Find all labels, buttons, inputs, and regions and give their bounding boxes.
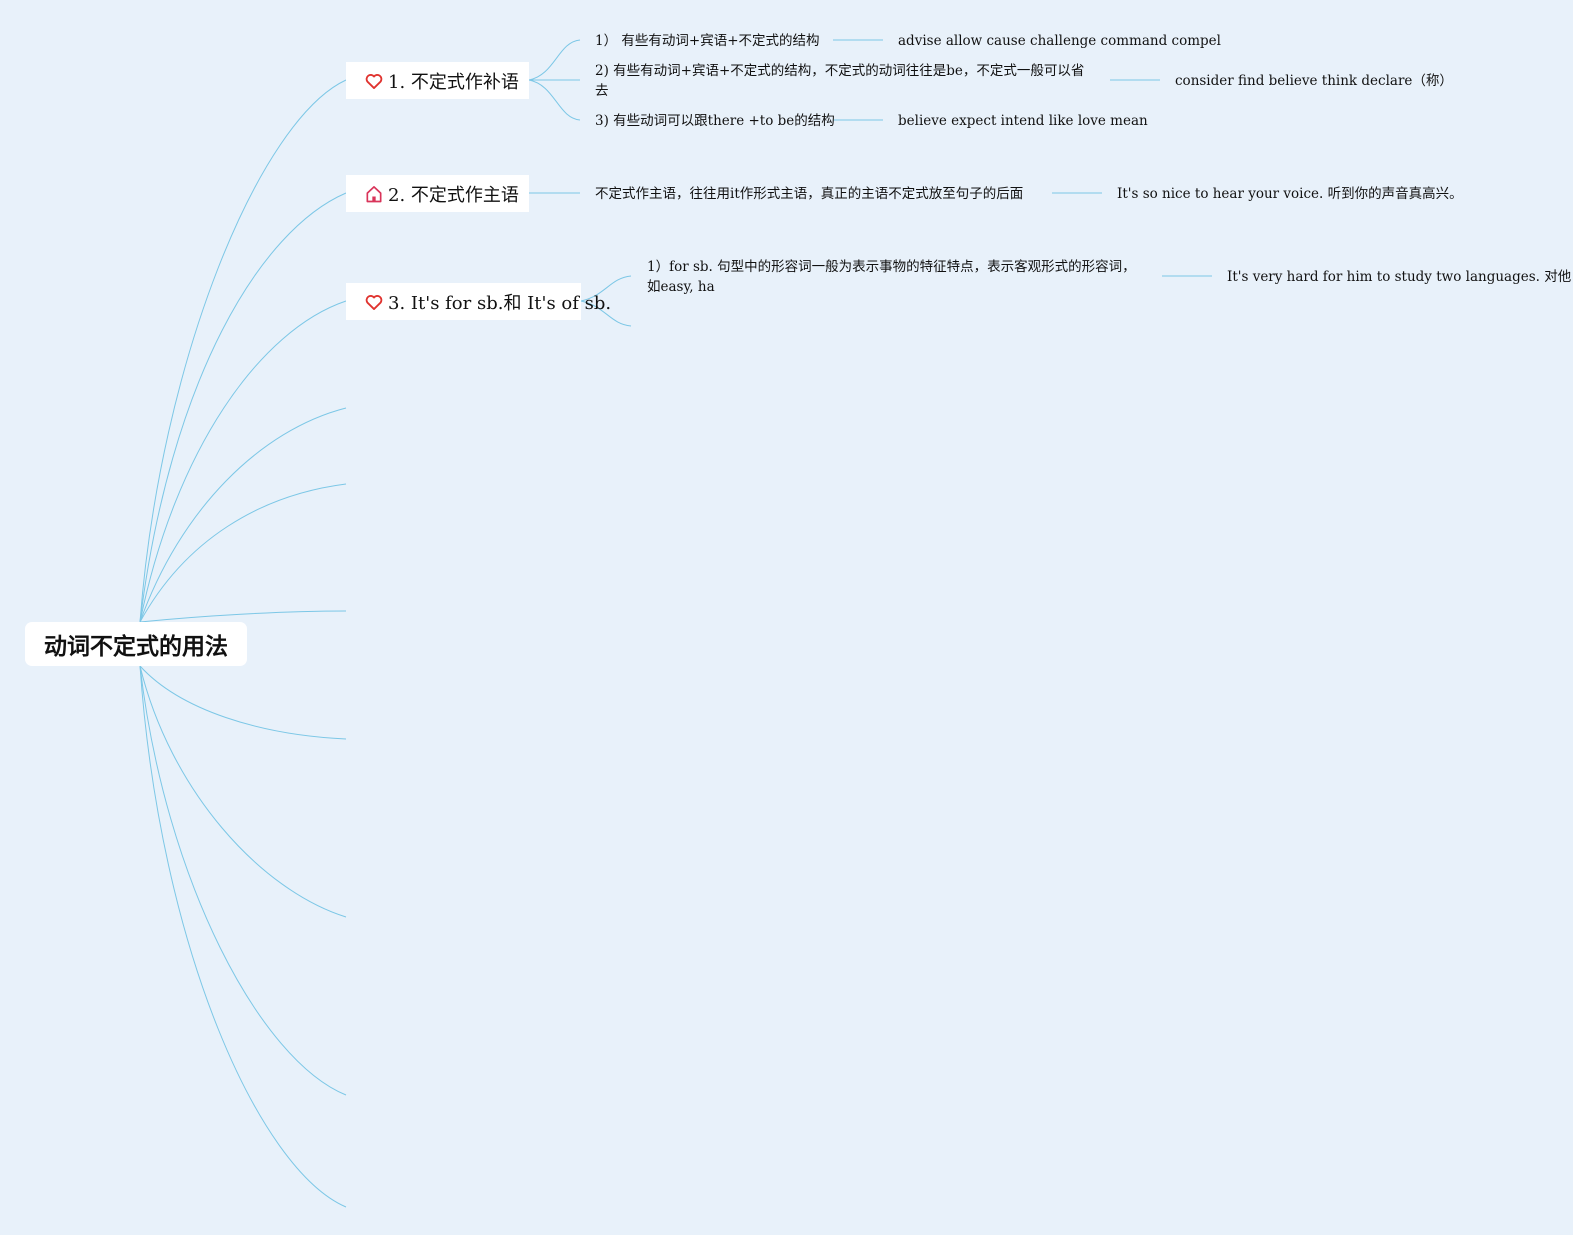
subtopic-1-1[interactable]: 1） 有些有动词+宾语+不定式的结构	[595, 33, 820, 49]
example-1-3[interactable]: believe expect intend like love mean	[898, 113, 1148, 129]
example-1-1[interactable]: advise allow cause challenge command com…	[898, 33, 1221, 49]
subtopic-1-3[interactable]: 3) 有些动词可以跟there +to be的结构	[595, 113, 835, 129]
heart-icon	[364, 292, 384, 312]
branch-topic-label: 1. 不定式作补语	[388, 71, 519, 93]
branch-topic-2[interactable]: 2. 不定式作主语	[346, 175, 529, 212]
example-2-1[interactable]: It's so nice to hear your voice. 听到你的声音真…	[1117, 186, 1463, 202]
branch-topic-3[interactable]: 3. It's for sb.和 It's of sb.	[346, 283, 611, 320]
subtopic-1-2[interactable]: 2) 有些有动词+宾语+不定式的结构，不定式的动词往往是be，不定式一般可以省去	[595, 63, 1085, 99]
heart-icon	[364, 71, 384, 91]
home-icon	[364, 184, 384, 204]
branch-topic-1[interactable]: 1. 不定式作补语	[346, 62, 529, 99]
example-1-2[interactable]: consider find believe think declare（称）	[1175, 73, 1453, 89]
subtopic-2-1[interactable]: 不定式作主语，往往用it作形式主语，真正的主语不定式放至句子的后面	[595, 186, 1024, 202]
subtopic-3-1[interactable]: 1）for sb. 句型中的形容词一般为表示事物的特征特点，表示客观形式的形容词…	[647, 259, 1136, 295]
branch-topic-label: 2. 不定式作主语	[388, 184, 519, 206]
example-3-1[interactable]: It's very hard for him to study two lang…	[1227, 269, 1572, 285]
branch-topic-label: 3. It's for sb.和 It's of sb.	[388, 292, 612, 314]
root-topic[interactable]: 动词不定式的用法	[25, 622, 247, 666]
